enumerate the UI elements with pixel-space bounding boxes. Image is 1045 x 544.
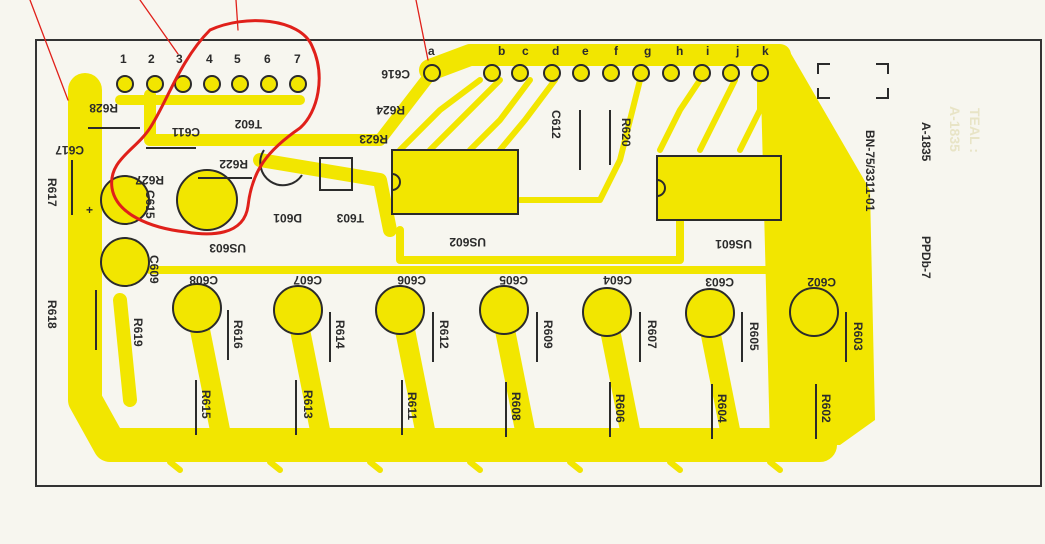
capacitor-c605-body <box>479 285 529 335</box>
transistor-t602-outline <box>259 149 303 187</box>
label-c612: C612 <box>549 110 563 139</box>
pin-label-c: c <box>522 44 529 58</box>
label-r622: R622 <box>219 157 248 171</box>
label-board-name: PPDb-7 <box>919 236 933 279</box>
label-r617: R617 <box>45 178 59 207</box>
connector-letter-labels: a b c d e f g h i j k <box>428 44 769 58</box>
copper-layer <box>68 44 875 473</box>
label-faint-code: A-1835 <box>947 106 963 152</box>
label-c602: C602 <box>807 275 836 289</box>
ic-us601-outline <box>656 155 782 221</box>
pin-label-i: i <box>706 44 709 58</box>
label-r627: R627 <box>135 173 164 187</box>
corner-brackets <box>817 63 889 99</box>
label-us602: US602 <box>449 235 486 249</box>
label-r614: R614 <box>333 320 347 349</box>
label-c611: C611 <box>172 125 200 139</box>
transistor-us603-body <box>176 169 238 231</box>
label-r623: R623 <box>359 132 388 146</box>
label-r602: R602 <box>819 394 833 423</box>
label-c606: C606 <box>397 273 426 287</box>
label-r620: R620 <box>619 118 633 147</box>
label-part-number: BN-75/3311-01 <box>863 130 877 212</box>
pin-label-f: f <box>614 44 619 58</box>
pin-label-e: e <box>582 44 589 58</box>
label-r611: R611 <box>405 392 419 420</box>
label-c604: C604 <box>603 273 632 287</box>
board-markings: A-1835 BN-75/3311-01 PPDb-7 A-1835 TEAL … <box>863 106 983 279</box>
capacitor-c602-body <box>789 287 839 337</box>
ic-us602-outline <box>391 149 519 215</box>
label-r618: R618 <box>45 300 59 329</box>
pin-label-4: 4 <box>206 52 213 66</box>
label-faint-text: TEAL : <box>967 108 983 153</box>
component-labels: R628 C611 T602 C616 R624 R623 C612 R620 … <box>45 67 865 423</box>
label-r615: R615 <box>199 390 213 419</box>
pin-label-j: j <box>735 44 739 58</box>
pin-label-5: 5 <box>234 52 241 66</box>
pin-label-d: d <box>552 44 559 58</box>
capacitor-c608-body <box>172 283 222 333</box>
label-c617: C617 <box>55 143 84 157</box>
label-r619: R619 <box>131 318 145 347</box>
label-r604: R604 <box>715 394 729 423</box>
label-us601: US601 <box>715 237 752 251</box>
pin-label-g: g <box>644 44 651 58</box>
capacitor-c604-body <box>582 287 632 337</box>
label-r609: R609 <box>541 320 555 349</box>
label-r613: R613 <box>301 390 315 419</box>
label-r624: R624 <box>376 103 405 117</box>
board-frame <box>35 39 1042 487</box>
red-annotation <box>29 0 429 236</box>
label-c616: C616 <box>381 67 410 81</box>
pin-label-h: h <box>676 44 683 58</box>
label-r607: R607 <box>645 320 659 349</box>
label-r628: R628 <box>89 101 118 115</box>
pin-label-3: 3 <box>176 52 183 66</box>
label-r603: R603 <box>851 322 865 351</box>
capacitor-c606-body <box>375 285 425 335</box>
label-d601: D601 <box>273 211 302 225</box>
transistor-t603-outline <box>319 157 353 191</box>
label-t603: T603 <box>336 211 364 225</box>
label-r608: R608 <box>509 392 523 421</box>
pin-label-7: 7 <box>294 52 301 66</box>
label-r612: R612 <box>437 320 451 349</box>
pin-label-b: b <box>498 44 505 58</box>
connector-number-labels: 1 2 3 4 5 6 7 <box>120 52 301 66</box>
label-c603: C603 <box>705 275 734 289</box>
label-t602: T602 <box>234 117 262 131</box>
component-bodies <box>100 149 839 338</box>
pin-label-1: 1 <box>120 52 127 66</box>
label-c605: C605 <box>499 273 528 287</box>
label-c615: C615 <box>143 190 157 219</box>
pin-label-k: k <box>762 44 769 58</box>
capacitor-c603-body <box>685 288 735 338</box>
label-us603: US603 <box>209 241 246 255</box>
capacitor-c607-body <box>273 285 323 335</box>
capacitor-c609-body <box>100 237 150 287</box>
label-board-code: A-1835 <box>919 122 933 162</box>
label-r605: R605 <box>747 322 761 351</box>
pin-label-6: 6 <box>264 52 271 66</box>
label-c608: C608 <box>189 273 218 287</box>
resistor-lines <box>71 110 847 439</box>
label-r606: R606 <box>613 394 627 423</box>
label-c609: C609 <box>147 255 161 284</box>
connector-pads <box>116 64 769 93</box>
label-c607: C607 <box>293 273 322 287</box>
label-r616: R616 <box>231 320 245 349</box>
pin-label-2: 2 <box>148 52 155 66</box>
pin-label-a: a <box>428 44 435 58</box>
label-polarity-plus: + <box>86 203 93 217</box>
